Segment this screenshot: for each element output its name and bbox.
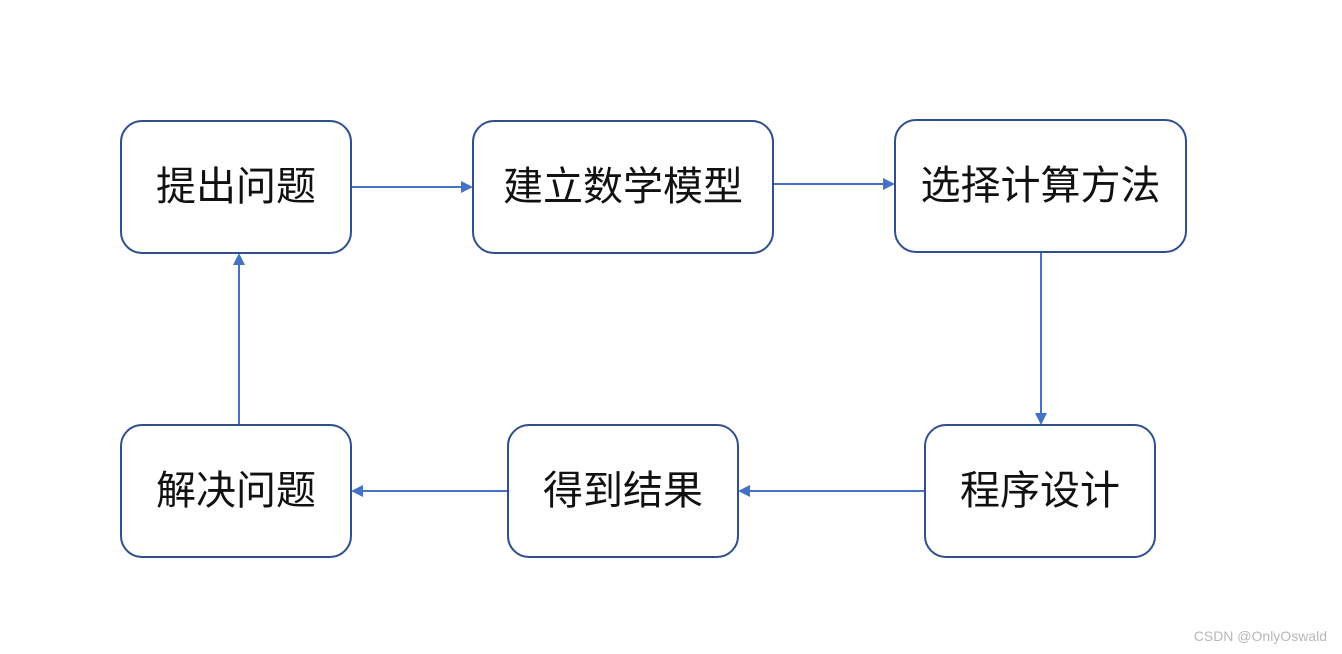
- node-program-design: 程序设计: [924, 424, 1156, 558]
- node-choose-method: 选择计算方法: [894, 119, 1187, 253]
- node-choose-method-label: 选择计算方法: [920, 163, 1161, 209]
- node-solve-problem-label: 解决问题: [156, 468, 316, 514]
- node-program-design-label: 程序设计: [960, 468, 1120, 514]
- node-get-result: 得到结果: [507, 424, 739, 558]
- node-ask-question: 提出问题: [120, 120, 352, 254]
- node-solve-problem: 解决问题: [120, 424, 352, 558]
- node-build-math-model: 建立数学模型: [472, 120, 774, 254]
- node-ask-question-label: 提出问题: [156, 164, 316, 210]
- node-build-math-model-label: 建立数学模型: [503, 164, 743, 210]
- watermark: CSDN @OnlyOswald: [1193, 628, 1327, 644]
- node-get-result-label: 得到结果: [543, 468, 703, 514]
